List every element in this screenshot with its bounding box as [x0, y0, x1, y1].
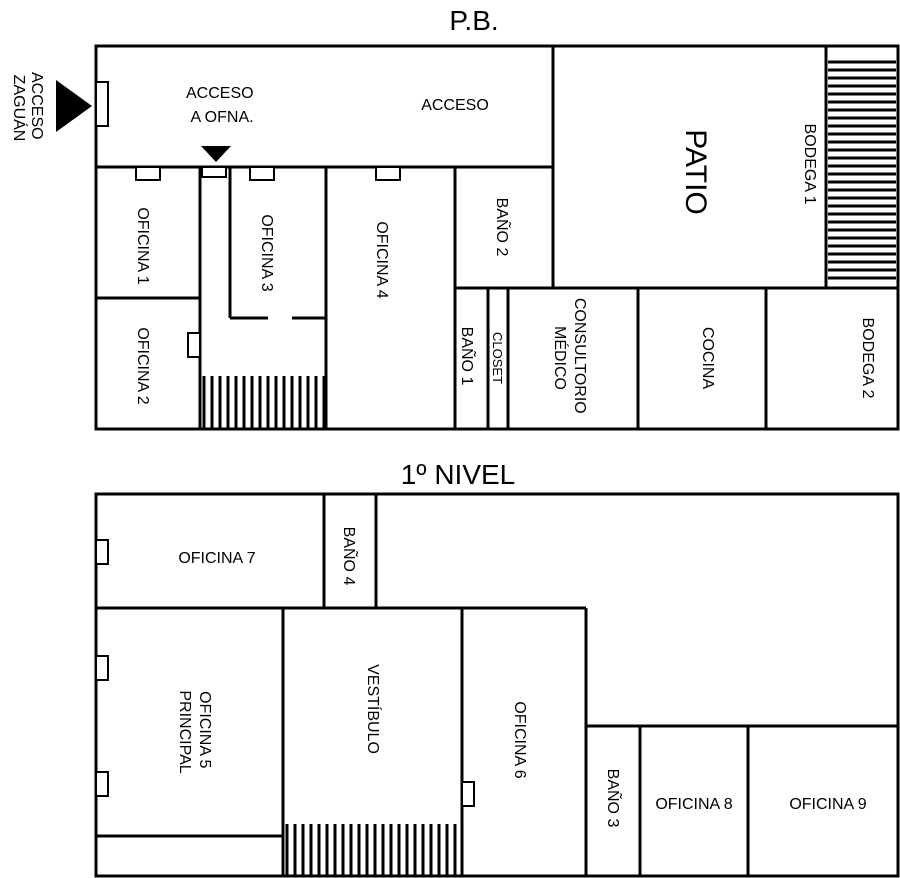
- door: [95, 771, 109, 797]
- label-bano4: BAÑO 4: [340, 527, 360, 586]
- upper-floor: OFICINA 7 BAÑO 4 OFICINA 5 PRINCIPAL VES…: [94, 492, 900, 878]
- label-bano1: BAÑO 1: [458, 327, 478, 386]
- door: [95, 81, 109, 127]
- office-access-arrow-icon: [201, 146, 231, 162]
- door: [135, 166, 161, 181]
- entrance-arrow-icon: [56, 80, 92, 132]
- label-bano2: BAÑO 2: [493, 198, 513, 257]
- label-acceso: ACCESO: [421, 97, 489, 114]
- door: [375, 166, 401, 181]
- label-oficina4: OFICINA 4: [373, 221, 390, 298]
- label-acceso-ofna: ACCESO A OFNA.: [186, 85, 258, 126]
- label-oficina3: OFICINA 3: [258, 214, 275, 291]
- label-consultorio: CONSULTORIO MÉDICO: [551, 298, 588, 418]
- label-patio: PATIO: [679, 129, 712, 215]
- door: [461, 781, 475, 807]
- door: [249, 166, 275, 181]
- label-oficina8: OFICINA 8: [655, 796, 732, 813]
- label-oficina5: OFICINA 5 PRINCIPAL: [176, 690, 213, 773]
- label-oficina9: OFICINA 9: [789, 796, 866, 813]
- label-oficina7: OFICINA 7: [178, 550, 255, 567]
- label-vestibulo: VESTÍBULO: [364, 664, 383, 754]
- staircase: [828, 60, 896, 280]
- label-oficina6: OFICINA 6: [511, 701, 528, 778]
- upper-floor-title: 1º NIVEL: [401, 459, 516, 490]
- door: [187, 332, 201, 358]
- label-oficina2: OFICINA 2: [134, 327, 151, 404]
- ground-floor-title: P.B.: [449, 5, 498, 36]
- label-bano3: BAÑO 3: [604, 769, 624, 828]
- door: [95, 539, 109, 565]
- label-bodega2: BODEGA 2: [859, 318, 876, 399]
- door: [95, 655, 109, 681]
- staircase: [202, 376, 326, 428]
- label-bodega1: BODEGA 1: [801, 124, 818, 205]
- label-cocina: COCINA: [699, 327, 716, 390]
- ground-floor: ACCESO ZAGUÁN ACCESO A OFNA. ACCESO PATI…: [10, 44, 900, 431]
- label-oficina1: OFICINA 1: [134, 207, 151, 284]
- label-acceso-zaguan: ACCESO ZAGUÁN: [10, 72, 45, 144]
- label-closet: CLOSET: [490, 332, 505, 384]
- door: [201, 166, 227, 178]
- staircase: [285, 824, 457, 875]
